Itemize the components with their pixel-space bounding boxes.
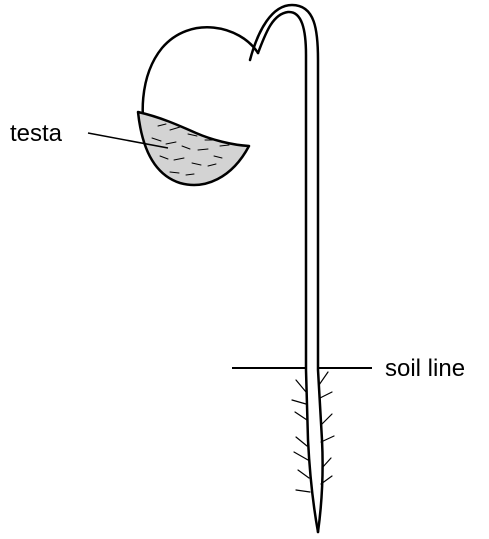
- stem-left-edge: [258, 12, 318, 532]
- testa-label: testa: [10, 120, 63, 147]
- stem-right-edge: [250, 5, 323, 532]
- root-hairs: [292, 372, 334, 492]
- soil-line-label: soil line: [385, 355, 465, 382]
